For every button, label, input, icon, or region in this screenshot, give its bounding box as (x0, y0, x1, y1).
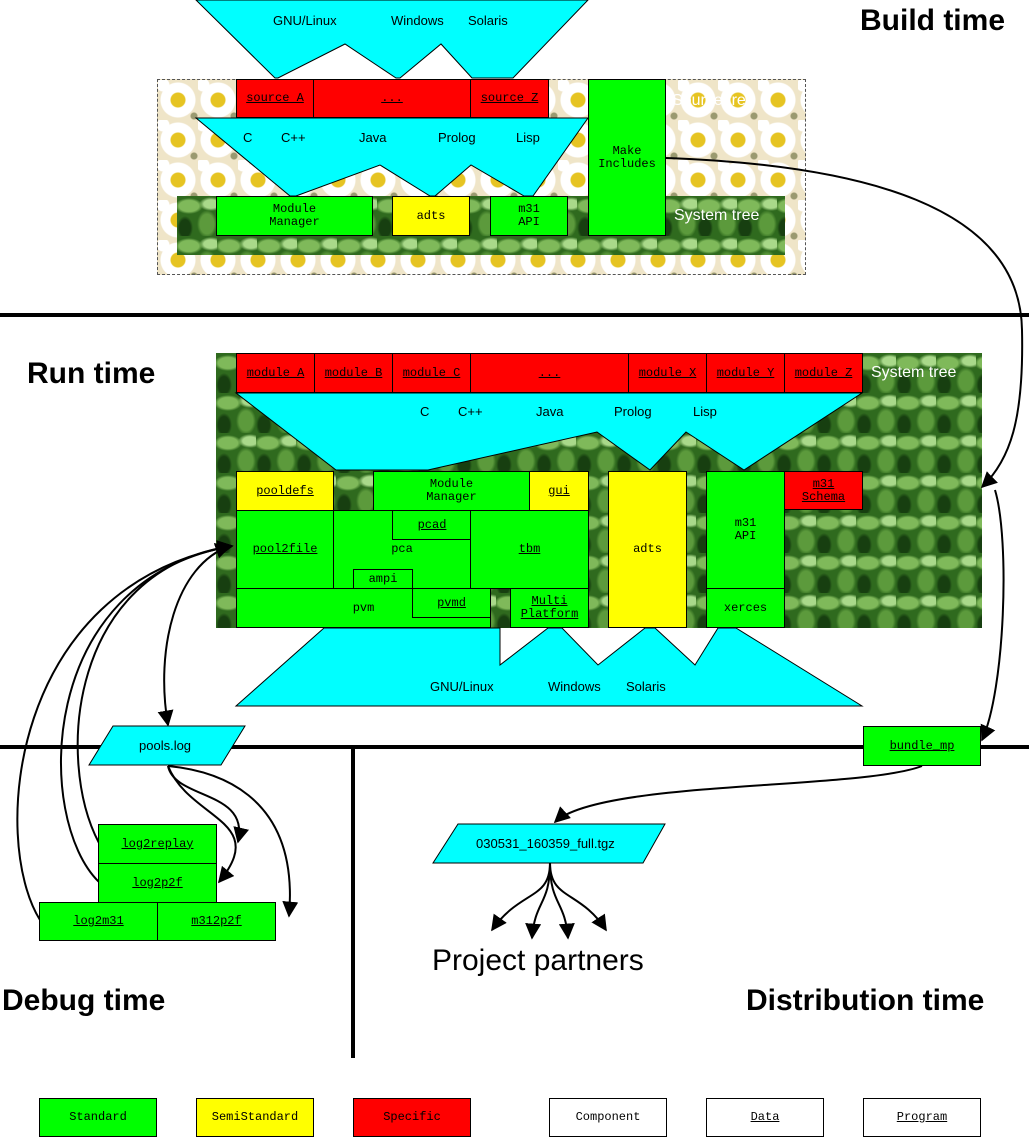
bundle-archive-arrow (553, 765, 923, 824)
build-lang-cpp: C++ (281, 130, 306, 145)
run-os-funnel (234, 627, 864, 707)
run-language-funnel (234, 392, 864, 471)
run-lang-c: C (420, 404, 430, 419)
build-os-linux: GNU/Linux (273, 13, 337, 28)
legend-specific: Specific (353, 1098, 471, 1137)
run-module-z-box[interactable]: module Z (784, 353, 863, 393)
run-module-x-box[interactable]: module X (628, 353, 707, 393)
build-system-tree-label: System tree (674, 207, 760, 224)
build-lang-lisp: Lisp (516, 130, 540, 145)
run-module-ellipsis-box[interactable]: ... (470, 353, 629, 393)
run-lang-java: Java (536, 404, 564, 419)
run-time-title: Run time (27, 357, 156, 390)
build-lang-c: C (243, 130, 253, 145)
legend-program: Program (863, 1098, 981, 1137)
log2p2f-box[interactable]: log2p2f (98, 863, 217, 903)
legend-component: Component (549, 1098, 667, 1137)
log2replay-box[interactable]: log2replay (98, 824, 217, 864)
debug-time-title: Debug time (2, 984, 166, 1017)
run-module-manager-box[interactable]: Module Manager (373, 471, 530, 511)
run-os-solaris: Solaris (626, 679, 666, 694)
run-adts-box[interactable]: adts (608, 471, 687, 628)
source-a-box[interactable]: source A (236, 79, 314, 118)
ampi-box[interactable]: ampi (353, 569, 413, 589)
project-partners-label: Project partners (432, 944, 644, 977)
legend-data: Data (706, 1098, 824, 1137)
partner-arrow-4 (549, 862, 607, 932)
build-os-solaris: Solaris (468, 13, 508, 28)
build-time-title: Build time (860, 4, 1006, 37)
partner-arrow-1 (491, 862, 551, 932)
run-system-tree-label: System tree (871, 364, 957, 381)
build-adts-box[interactable]: adts (392, 196, 470, 236)
run-lang-lisp: Lisp (693, 404, 717, 419)
m31-schema-box[interactable]: m31 Schema (784, 471, 863, 510)
build-lang-java: Java (359, 130, 387, 145)
run-module-c-box[interactable]: module C (392, 353, 471, 393)
run-lang-prolog: Prolog (614, 404, 652, 419)
poolslog-m312p2f-arrow (167, 765, 299, 918)
gui-box[interactable]: gui (529, 471, 589, 511)
log2p2f-arrow (60, 540, 234, 883)
log2m31-box[interactable]: log2m31 (39, 902, 158, 941)
pcad-box[interactable]: pcad (392, 510, 472, 540)
tbm-box[interactable]: tbm (470, 510, 589, 589)
source-ellipsis-box[interactable]: ... (313, 79, 471, 118)
legend-semistandard: SemiStandard (196, 1098, 314, 1137)
xerces-box[interactable]: xerces (706, 588, 785, 628)
pools-log-label[interactable]: pools.log (139, 738, 192, 753)
distribution-time-title: Distribution time (746, 984, 985, 1017)
build-m31-api-box[interactable]: m31 API (490, 196, 568, 236)
build-os-funnel (195, 0, 589, 79)
schema-bundle-arrow (980, 489, 1005, 742)
run-module-b-box[interactable]: module B (314, 353, 393, 393)
bundle-box[interactable]: bundle_mp (863, 726, 981, 766)
archive-label[interactable]: 030531_160359_full.tgz (476, 836, 615, 851)
pool2file-box[interactable]: pool2file (236, 510, 334, 589)
m312p2f-box[interactable]: m312p2f (157, 902, 276, 941)
legend-standard: Standard (39, 1098, 157, 1137)
run-module-a-box[interactable]: module A (236, 353, 315, 393)
pooldefs-box[interactable]: pooldefs (236, 471, 334, 511)
run-m31-api-box[interactable]: m31 API (706, 471, 785, 589)
pvmd-box[interactable]: pvmd (412, 588, 491, 618)
partner-arrow-3 (549, 862, 575, 940)
build-os-windows: Windows (391, 13, 444, 28)
multi-platform-box[interactable]: Multi Platform (510, 588, 589, 628)
archive-shape (432, 823, 666, 864)
log2replay-arrow (76, 540, 234, 844)
make-includes-arrow (665, 157, 1024, 489)
run-os-linux: GNU/Linux (430, 679, 494, 694)
run-module-y-box[interactable]: module Y (706, 353, 785, 393)
source-tree-label: Source tree (672, 92, 755, 109)
pool2file-poolslog-arrow (157, 543, 232, 727)
log2m31-arrow (16, 540, 234, 921)
partner-arrow-2 (525, 862, 551, 940)
build-lang-prolog: Prolog (438, 130, 476, 145)
run-os-windows: Windows (548, 679, 601, 694)
source-z-box[interactable]: source Z (470, 79, 549, 118)
poolslog-log2p2f-arrow (167, 765, 237, 884)
make-includes-box[interactable]: Make Includes (588, 79, 666, 236)
run-lang-cpp: C++ (458, 404, 483, 419)
build-module-manager-box[interactable]: Module Manager (216, 196, 373, 236)
